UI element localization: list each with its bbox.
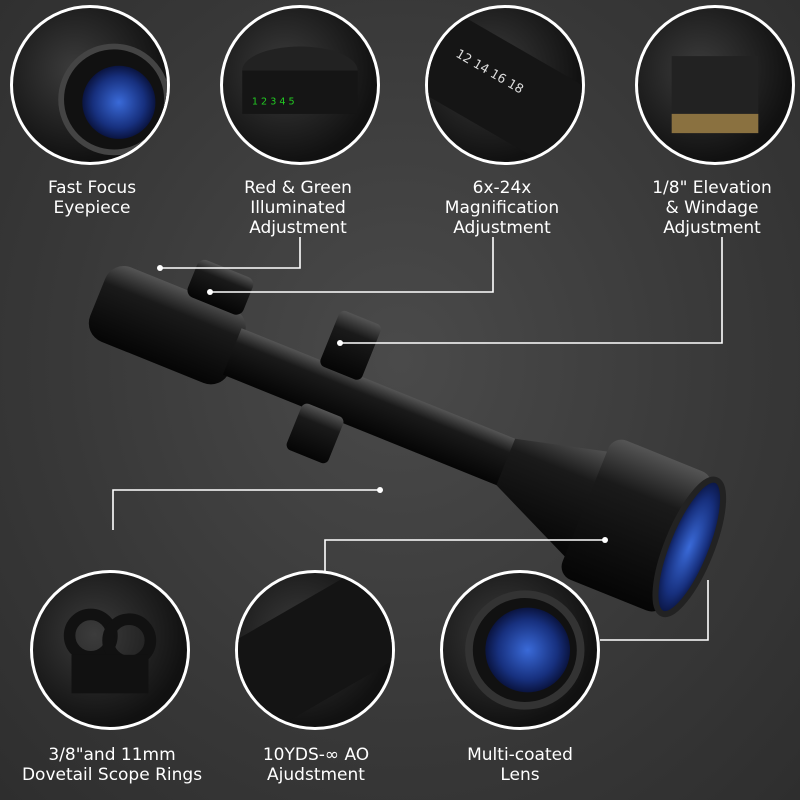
elevation-turret-closeup xyxy=(635,5,795,165)
ao-adjustment-closeup xyxy=(235,570,395,730)
illumination-knob-closeup: 1 2 3 4 5 xyxy=(220,5,380,165)
eyepiece-closeup xyxy=(10,5,170,165)
lens-closeup xyxy=(440,570,600,730)
svg-text:1 2 3 4 5: 1 2 3 4 5 xyxy=(252,96,295,107)
magnification-ring-closeup: 12 14 16 18 xyxy=(425,5,585,165)
scope-rings-closeup xyxy=(30,570,190,730)
